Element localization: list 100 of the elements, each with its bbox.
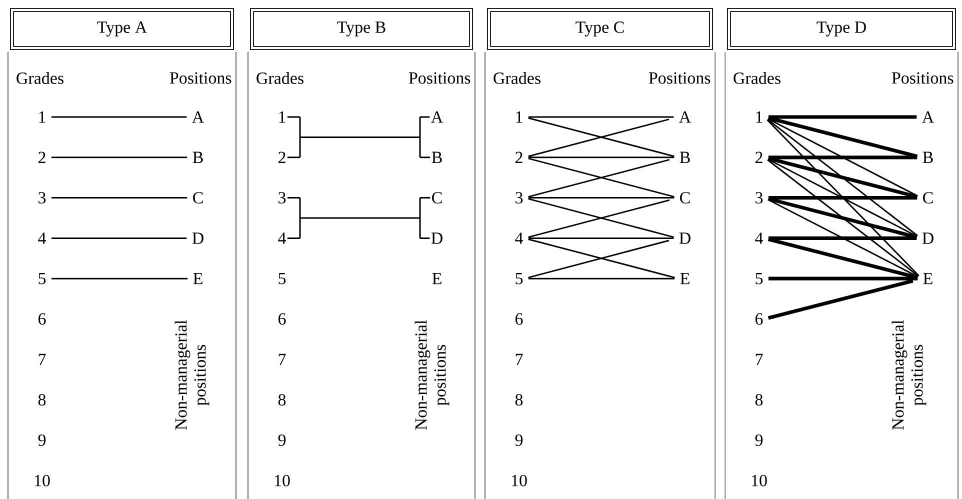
grade-number: 10 xyxy=(35,474,50,486)
grade-number: 6 xyxy=(516,313,523,325)
grade-number: 8 xyxy=(38,394,46,406)
type-header-box: Type D xyxy=(727,8,956,50)
grade-number: 3 xyxy=(38,192,46,204)
grade-number: 2 xyxy=(278,152,286,164)
grade-number: 9 xyxy=(515,434,523,446)
grade-number: 4 xyxy=(755,232,763,244)
position-letter: C xyxy=(432,192,442,204)
position-letter: D xyxy=(431,232,442,244)
position-letter: C xyxy=(680,192,690,204)
type-header-box: Type A xyxy=(10,8,234,50)
grade-number: 2 xyxy=(756,152,762,164)
connector-line xyxy=(51,278,188,280)
grade-number: 1 xyxy=(756,111,762,123)
rotated-label: Non-managerial positions xyxy=(892,320,926,430)
connector-line xyxy=(767,159,919,277)
bracket-connector xyxy=(286,197,431,239)
connector-line xyxy=(51,237,187,239)
position-letter: E xyxy=(432,273,442,284)
connector-line xyxy=(768,158,918,238)
type-header-box: Type B xyxy=(250,8,473,50)
grade-number: 7 xyxy=(756,354,763,365)
column-heading: Positions xyxy=(648,72,710,84)
grade-number: 4 xyxy=(515,232,523,244)
connector-line xyxy=(51,116,187,118)
column-heading: Grades xyxy=(256,72,304,84)
grade-number: 5 xyxy=(38,272,46,284)
connector-line xyxy=(528,116,674,118)
connector-line xyxy=(768,279,914,320)
rotated-label: Non-managerial positions xyxy=(414,320,450,430)
grade-number: 2 xyxy=(516,152,522,164)
connector-line xyxy=(528,278,675,280)
grade-number: 10 xyxy=(512,474,527,486)
connector-line xyxy=(768,237,918,280)
type-header-box: Type C xyxy=(487,8,713,50)
column-heading: Grades xyxy=(494,72,540,84)
grade-number: 5 xyxy=(516,272,523,284)
connector-line xyxy=(768,156,918,160)
grade-number: 1 xyxy=(39,111,46,123)
connector-line xyxy=(767,118,918,236)
position-letter: B xyxy=(922,152,933,163)
column-heading: Positions xyxy=(170,72,232,84)
position-letter: D xyxy=(922,232,934,244)
grade-number: 8 xyxy=(515,394,523,406)
connector-line xyxy=(768,156,918,199)
grade-number: 7 xyxy=(516,354,523,365)
position-letter: D xyxy=(192,232,204,244)
connector-line xyxy=(528,197,674,199)
column-heading: Positions xyxy=(408,72,470,84)
grade-number: 6 xyxy=(38,313,46,325)
position-letter: E xyxy=(680,273,690,284)
position-letter: B xyxy=(192,152,203,163)
grade-number: 3 xyxy=(516,192,523,204)
position-letter: A xyxy=(431,111,444,123)
position-letter: A xyxy=(922,111,934,123)
grade-number: 10 xyxy=(275,474,290,486)
grade-number: 6 xyxy=(756,313,763,325)
grade-number: 7 xyxy=(278,354,286,365)
column-heading: Grades xyxy=(16,72,64,84)
position-letter: B xyxy=(432,152,442,163)
grade-number: 5 xyxy=(278,272,286,284)
connector-line xyxy=(768,116,918,158)
connector-line xyxy=(766,119,920,276)
column-heading: Positions xyxy=(892,72,954,84)
grade-number: 1 xyxy=(516,111,522,123)
position-letter: A xyxy=(679,111,692,123)
connector-line xyxy=(768,198,918,278)
grade-number: 4 xyxy=(278,232,286,244)
grade-number: 8 xyxy=(278,394,286,406)
grade-number: 3 xyxy=(756,192,763,204)
grade-number: 3 xyxy=(278,192,286,204)
grade-number: 9 xyxy=(755,434,763,446)
connector-line xyxy=(768,196,918,200)
rotated-label: Non-managerial positions xyxy=(174,320,210,430)
position-letter: E xyxy=(923,273,932,284)
grade-number: 5 xyxy=(756,272,763,284)
bracket-connector xyxy=(286,116,431,158)
position-letter: C xyxy=(923,192,933,204)
position-letter: D xyxy=(679,232,690,244)
grade-number: 10 xyxy=(752,474,767,486)
grade-number: 2 xyxy=(38,152,46,164)
position-letter: C xyxy=(193,192,203,204)
grade-number: 4 xyxy=(38,232,46,244)
connector-line xyxy=(768,276,918,280)
connector-line xyxy=(768,236,917,240)
column-heading: Grades xyxy=(734,72,780,84)
connector-line xyxy=(768,115,917,119)
connector-line xyxy=(51,156,188,158)
grade-number: 8 xyxy=(755,394,763,406)
connector-line xyxy=(528,156,674,158)
grade-number: 1 xyxy=(279,111,286,123)
grade-number: 9 xyxy=(278,434,286,446)
grade-number: 9 xyxy=(38,434,46,446)
position-letter: A xyxy=(192,111,204,123)
grade-number: 6 xyxy=(278,313,286,325)
connector-line xyxy=(768,197,918,239)
position-letter: E xyxy=(193,273,202,284)
connector-line xyxy=(768,118,918,197)
grade-number: 7 xyxy=(38,354,46,365)
